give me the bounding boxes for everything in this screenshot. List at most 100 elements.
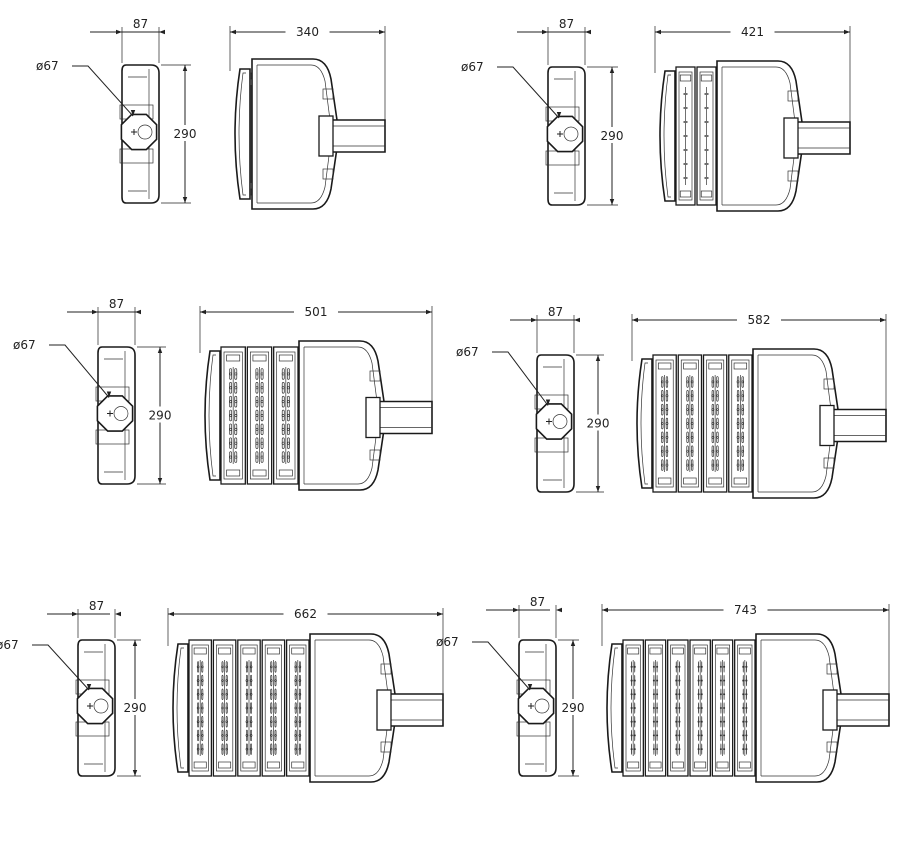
led-module-label-plate bbox=[291, 647, 305, 655]
depth-dimension-label: 87 bbox=[109, 297, 124, 311]
led-chip bbox=[281, 400, 285, 404]
led-lens bbox=[711, 459, 714, 471]
led-chip bbox=[741, 380, 745, 384]
led-lens bbox=[201, 743, 204, 755]
led-chip bbox=[745, 693, 748, 696]
led-chip bbox=[201, 679, 204, 682]
led-lens bbox=[201, 661, 204, 673]
dimension-arrowhead bbox=[542, 29, 548, 35]
led-chip bbox=[660, 435, 664, 439]
led-lens bbox=[691, 445, 694, 457]
led-chip bbox=[225, 734, 228, 737]
dimension-arrowhead bbox=[609, 199, 615, 205]
dimension-arrowhead bbox=[132, 640, 138, 646]
led-module bbox=[237, 639, 261, 777]
dimension-arrowhead bbox=[426, 309, 432, 315]
end-cap bbox=[172, 643, 189, 773]
label-mask bbox=[285, 23, 330, 40]
led-lens bbox=[741, 390, 744, 402]
led-chip bbox=[690, 422, 694, 425]
led-module-label-plate bbox=[218, 647, 232, 655]
led-chip bbox=[286, 441, 290, 445]
led-chip bbox=[742, 679, 745, 682]
led-chip bbox=[281, 414, 285, 417]
led-chip bbox=[742, 720, 745, 723]
led-lens bbox=[665, 417, 669, 430]
led-chip bbox=[675, 720, 678, 723]
led-chip bbox=[229, 427, 233, 431]
dimension-arrowhead bbox=[609, 67, 615, 73]
led-lens bbox=[298, 716, 301, 728]
pole-bracket-collar bbox=[819, 404, 835, 447]
pole-bracket-collar bbox=[783, 117, 799, 159]
led-chip bbox=[225, 665, 228, 669]
width-dimension-label: 662 bbox=[294, 607, 317, 621]
led-chip bbox=[690, 380, 694, 384]
led-lens bbox=[221, 674, 224, 687]
led-chip bbox=[260, 400, 264, 404]
led-lens bbox=[197, 688, 200, 700]
led-chip bbox=[221, 665, 224, 669]
label-mask bbox=[598, 127, 626, 143]
dimension-arrowhead bbox=[531, 317, 537, 323]
led-lens bbox=[225, 702, 228, 714]
led-chip bbox=[675, 748, 678, 751]
led-lens bbox=[229, 409, 232, 422]
dimension-arrowhead bbox=[655, 29, 661, 35]
led-chip bbox=[652, 720, 655, 723]
led-module-label-plate bbox=[649, 647, 662, 655]
led-chip bbox=[281, 441, 285, 445]
led-chip bbox=[274, 747, 277, 751]
led-module bbox=[188, 639, 213, 777]
led-lens bbox=[274, 688, 277, 700]
led-chip bbox=[260, 427, 264, 431]
dimension-arrowhead bbox=[200, 309, 206, 315]
led-chip bbox=[298, 747, 302, 751]
led-module-label-plate bbox=[694, 647, 707, 655]
led-chip bbox=[274, 679, 277, 682]
led-module bbox=[622, 639, 644, 777]
led-lens bbox=[287, 451, 290, 463]
led-lens bbox=[274, 743, 277, 755]
led-lens bbox=[246, 702, 248, 714]
led-chip bbox=[736, 394, 740, 398]
end-cap bbox=[606, 643, 623, 773]
led-module-label-plate bbox=[738, 647, 751, 655]
led-lens bbox=[229, 382, 232, 394]
led-lens bbox=[197, 702, 200, 714]
width-dimension-label: 501 bbox=[305, 305, 328, 319]
led-module bbox=[644, 639, 667, 777]
label-mask bbox=[283, 605, 328, 622]
led-lens bbox=[665, 390, 669, 402]
led-chip bbox=[660, 408, 664, 412]
led-chip bbox=[255, 372, 259, 376]
led-module-label-plate bbox=[278, 354, 293, 362]
led-chip bbox=[274, 693, 277, 696]
led-lens bbox=[225, 729, 228, 742]
end-cap-inner-line bbox=[663, 74, 671, 198]
led-module-inner-frame bbox=[706, 359, 725, 488]
dimension-arrowhead bbox=[545, 399, 551, 406]
led-lens bbox=[229, 437, 232, 449]
led-chip bbox=[665, 408, 669, 412]
led-module bbox=[246, 346, 273, 485]
led-chip bbox=[723, 720, 726, 723]
led-module-label-plate bbox=[649, 761, 662, 769]
led-lens bbox=[287, 368, 290, 380]
led-module-label-plate bbox=[694, 761, 707, 769]
led-chip bbox=[706, 177, 709, 179]
led-chip bbox=[683, 135, 686, 137]
led-chip bbox=[700, 679, 703, 682]
led-lens bbox=[294, 702, 297, 714]
led-lens bbox=[197, 661, 200, 673]
led-chip bbox=[630, 679, 633, 682]
led-chip bbox=[723, 734, 726, 737]
led-chip bbox=[633, 679, 636, 682]
led-lens bbox=[741, 459, 744, 471]
led-lens bbox=[661, 431, 664, 444]
led-lens bbox=[270, 702, 273, 714]
led-lens bbox=[234, 423, 238, 436]
pole-bracket-collar bbox=[376, 689, 392, 731]
led-chip bbox=[711, 408, 715, 412]
led-lens bbox=[250, 716, 252, 728]
